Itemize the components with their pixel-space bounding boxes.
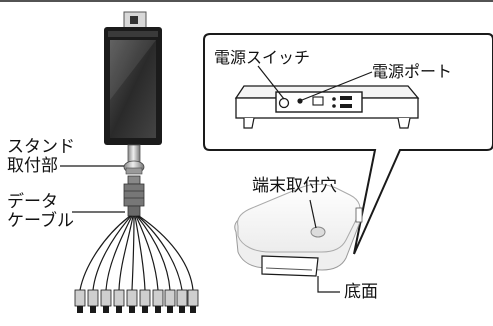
cable-joint-2 (127, 205, 141, 217)
bottom-leader (317, 276, 340, 293)
cable-hub (123, 183, 145, 207)
panel-foot-left (243, 117, 255, 129)
power-port-label: 電源ポート (372, 62, 453, 81)
power-switch-label: 電源スイッチ (214, 48, 311, 67)
base-bottom-opening (261, 255, 319, 277)
data-cable-label-line2: ケーブル (7, 211, 74, 231)
usb-port-icon-2 (340, 104, 352, 108)
data-cable-bundle (74, 175, 199, 313)
cable-wires (79, 215, 194, 291)
connector-tips (77, 306, 196, 313)
camera-lens-icon (130, 16, 138, 24)
mount-base (234, 183, 363, 277)
terminal-device (104, 11, 162, 145)
power-switch-icon (278, 97, 290, 109)
bottom-label: 底面 (344, 282, 378, 302)
power-port-icon (297, 98, 303, 104)
power-port-leader (301, 71, 373, 101)
stand-mount-label-line1: スタンド (7, 137, 75, 157)
mount-hole-leader (309, 199, 317, 229)
stand-collar-band (125, 167, 143, 175)
device-screen (110, 40, 156, 138)
base-side-port (355, 207, 363, 223)
audio-port-icon (332, 97, 336, 101)
base-bottom-slot (265, 267, 313, 271)
base-top-face (237, 183, 361, 253)
power-switch-leader (257, 65, 285, 100)
screen-reflection (110, 40, 156, 100)
cable-connectors (74, 289, 199, 307)
panel-foot-right (397, 117, 411, 129)
data-cable-label-line1: データ (7, 192, 58, 212)
stand-mount (123, 144, 145, 175)
audio-port-icon-2 (332, 104, 336, 108)
cable-joint-1 (127, 175, 141, 185)
device-top-bezel (108, 31, 158, 37)
terminal-mount-hole-label: 端末取付穴 (252, 176, 337, 196)
terminal-mount-hole-icon (310, 226, 326, 238)
usb-port-icon (340, 96, 352, 100)
stand-mount-label-line2: 取付部 (7, 156, 58, 176)
stand-neck (127, 144, 141, 164)
ethernet-port-icon (312, 96, 324, 106)
